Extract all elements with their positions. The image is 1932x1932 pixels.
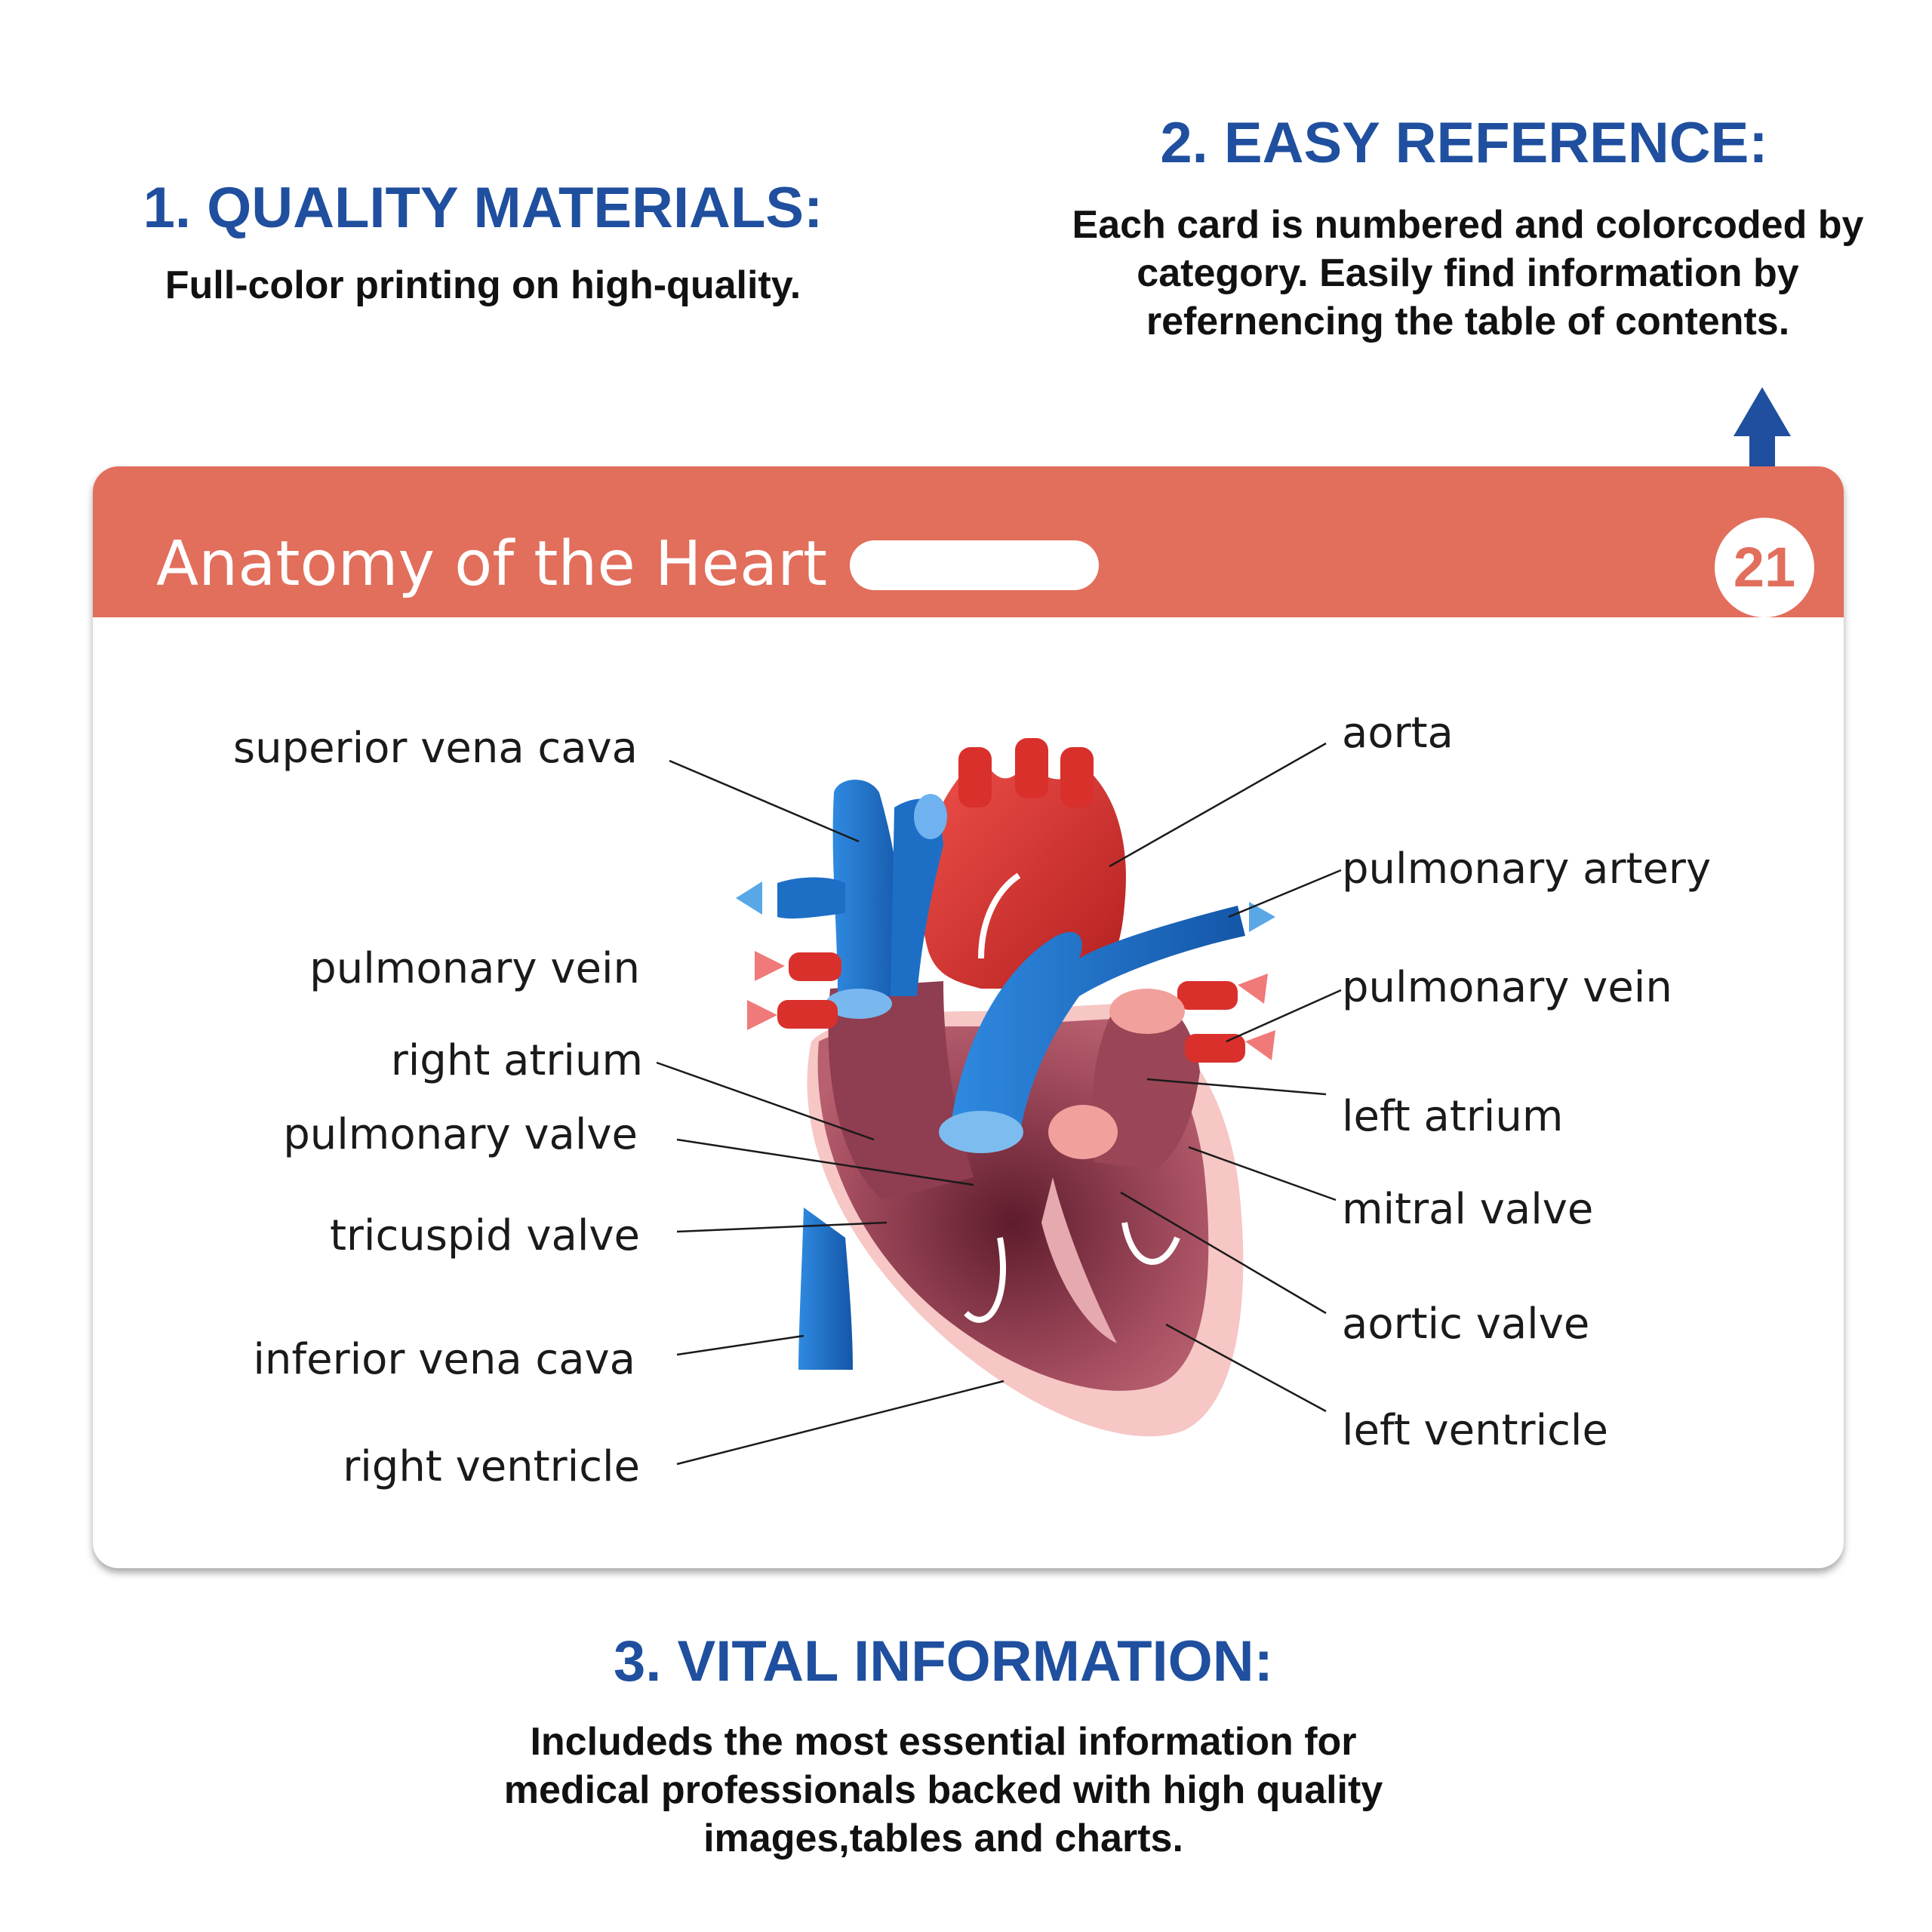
flow-arrow-in-3-icon — [1238, 974, 1268, 1004]
superior-vena-cava-shape — [832, 780, 906, 996]
flow-arrow-in-2-icon — [747, 1000, 777, 1030]
pulmonary-artery-opening — [939, 1111, 1023, 1153]
label-pulmonary-vein-left: pulmonary vein — [309, 944, 640, 993]
svc-branch — [891, 798, 943, 996]
flow-arrow-left-icon — [736, 881, 762, 915]
label-pulmonary-valve: pulmonary valve — [283, 1110, 638, 1159]
aorta-branch-3 — [1060, 747, 1094, 808]
flow-arrow-right-icon — [1249, 902, 1275, 932]
label-pulmonary-vein-right: pulmonary vein — [1342, 963, 1672, 1012]
inferior-vena-cava-shape — [798, 1208, 853, 1370]
feature-2-title: 2. EASY REFERENCE: — [1160, 111, 1768, 175]
label-superior-vena-cava: superior vena cava — [232, 724, 638, 773]
pulmonary-artery-shape — [951, 906, 1245, 1140]
card-header: Anatomy of the Heart 21 — [93, 466, 1844, 617]
pulmonary-vein-left-1 — [789, 952, 841, 981]
right-atrium-shape — [828, 981, 974, 1200]
label-aorta: aorta — [1342, 709, 1454, 758]
flow-curve-left-ventricle — [1121, 1222, 1180, 1265]
svc-left-opening — [826, 989, 892, 1019]
label-left-atrium: left atrium — [1342, 1092, 1564, 1141]
flow-arrow-in-4-icon — [1245, 1030, 1275, 1060]
label-right-ventricle: right ventricle — [343, 1442, 640, 1491]
aorta-branch-1 — [958, 747, 992, 808]
feature-3-title: 3. VITAL INFORMATION: — [614, 1629, 1273, 1694]
left-atrium-opening — [1109, 989, 1185, 1034]
label-tricuspid-valve: tricuspid valve — [329, 1211, 640, 1260]
card-number-badge: 21 — [1715, 518, 1814, 617]
feature-1-description: Full-color printing on high-quality. — [165, 263, 801, 307]
leader-lines — [656, 742, 1342, 1466]
aorta-branch-2 — [1015, 738, 1048, 798]
card-title: Anatomy of the Heart — [156, 528, 828, 600]
label-pulmonary-artery: pulmonary artery — [1342, 844, 1712, 894]
aorta-shape — [920, 755, 1126, 989]
label-inferior-vena-cava: inferior vena cava — [253, 1335, 635, 1384]
feature-2-description: Each card is numbered and colorcoded by … — [1072, 203, 1864, 343]
left-atrium-shape — [1091, 996, 1200, 1170]
feature-3-description: Includeds the most essential information… — [503, 1720, 1383, 1860]
card-tab-slot — [850, 540, 1099, 590]
pulmonary-vein-right-1 — [1177, 981, 1238, 1010]
label-left-ventricle: left ventricle — [1342, 1406, 1608, 1455]
pulmonary-vein-right-2 — [1185, 1034, 1245, 1063]
svc-branch-opening — [914, 794, 947, 839]
flow-curve-aorta — [978, 872, 1021, 959]
flow-arrow-in-1-icon — [755, 951, 785, 981]
feature-1-title: 1. QUALITY MATERIALS: — [143, 176, 823, 240]
label-right-atrium: right atrium — [390, 1036, 643, 1085]
flow-curve-right-ventricle — [964, 1237, 1006, 1323]
label-aortic-valve: aortic valve — [1342, 1300, 1590, 1349]
aortic-opening — [1048, 1105, 1118, 1159]
pulmonary-vein-left-2 — [777, 1000, 838, 1029]
svc-left-branch — [777, 877, 845, 919]
label-mitral-valve: mitral valve — [1342, 1185, 1594, 1234]
heart-septum — [1041, 1177, 1117, 1343]
